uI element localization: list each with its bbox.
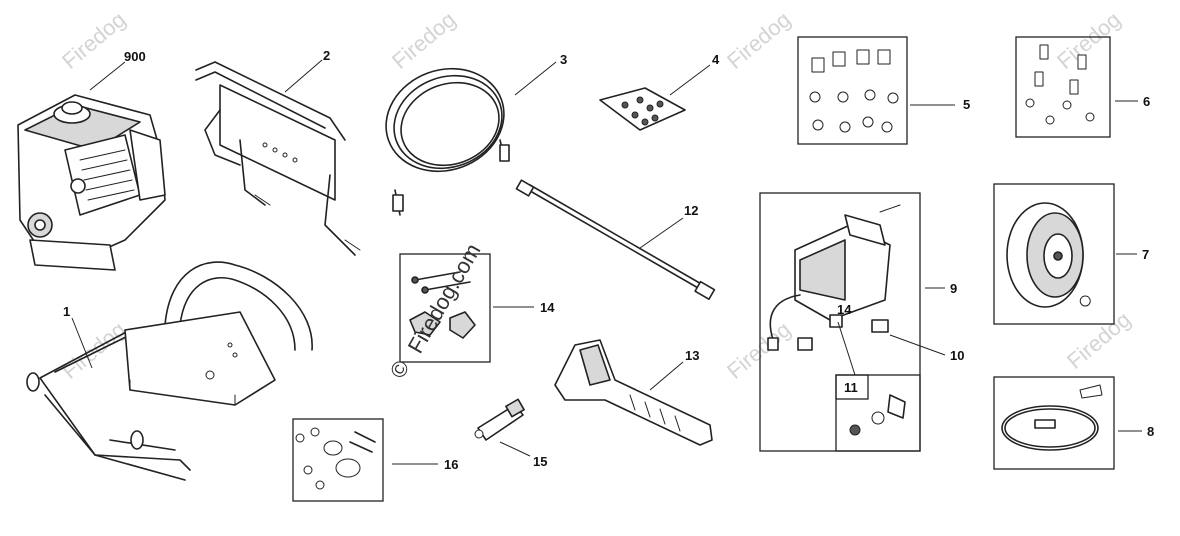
handle-part: [195, 59, 361, 256]
isolators-part: [797, 36, 955, 145]
frame-part: [26, 261, 313, 481]
pump-part: [759, 192, 946, 452]
knobs-part: [399, 253, 534, 363]
callout-900: 900: [124, 49, 146, 64]
callout-13: 13: [685, 348, 699, 363]
callout-1: 1: [63, 304, 70, 319]
watermark-center: Firedog.com: [403, 239, 486, 357]
watermark-copyright: ©: [385, 356, 415, 383]
callout-6: 6: [1143, 94, 1150, 109]
watermark-bottom-right: Firedog: [722, 317, 795, 384]
callout-10: 10: [950, 348, 964, 363]
bolts-kit-part: [1015, 36, 1138, 138]
engine-part: [17, 61, 166, 271]
callout-8: 8: [1147, 424, 1154, 439]
callout-15: 15: [533, 454, 547, 469]
watermark-bottom-far-right: Firedog: [1062, 307, 1135, 374]
callout-11: 11: [844, 380, 858, 395]
hardware-part: [292, 418, 438, 502]
watermark-top-right: Firedog: [722, 7, 795, 74]
wheel-part: [993, 183, 1137, 325]
callout-12: 12: [684, 203, 698, 218]
callout-14: 14: [540, 300, 555, 315]
seal-kit-part: [835, 374, 921, 452]
watermark-top-far-right: Firedog: [1052, 7, 1125, 74]
callout-pump-14: 14: [837, 302, 852, 317]
watermark-top-mid: Firedog: [387, 7, 460, 74]
watermark-bottom-left: Firedog: [57, 317, 130, 384]
callout-5: 5: [963, 97, 970, 112]
callout-16: 16: [444, 457, 458, 472]
callout-2: 2: [323, 48, 330, 63]
belt-kit-part: [993, 376, 1142, 470]
gun-part: [554, 339, 713, 446]
nozzle-part: [474, 398, 531, 457]
hose-part: [385, 61, 557, 216]
callout-7: 7: [1142, 247, 1149, 262]
watermark-top-left: Firedog: [57, 7, 130, 74]
callout-4: 4: [712, 52, 720, 67]
bag-bolts-part: [599, 64, 711, 131]
callout-9: 9: [950, 281, 957, 296]
callout-3: 3: [560, 52, 567, 67]
wand-part: [515, 179, 716, 300]
